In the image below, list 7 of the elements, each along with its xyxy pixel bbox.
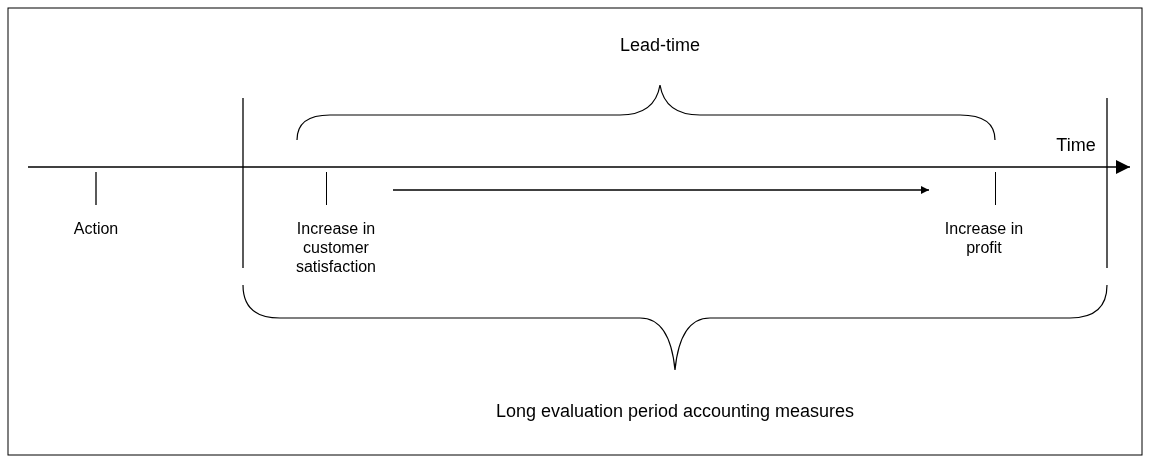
event-label: Increase in customer satisfaction xyxy=(294,219,377,276)
event-label: Increase in profit xyxy=(943,219,1025,257)
event-label: Action xyxy=(72,219,120,238)
period-label: Long evaluation period accounting measures xyxy=(494,402,856,421)
period-label: Lead-time xyxy=(618,36,701,55)
arrow xyxy=(392,186,930,194)
axis-label: Time xyxy=(1055,136,1097,155)
